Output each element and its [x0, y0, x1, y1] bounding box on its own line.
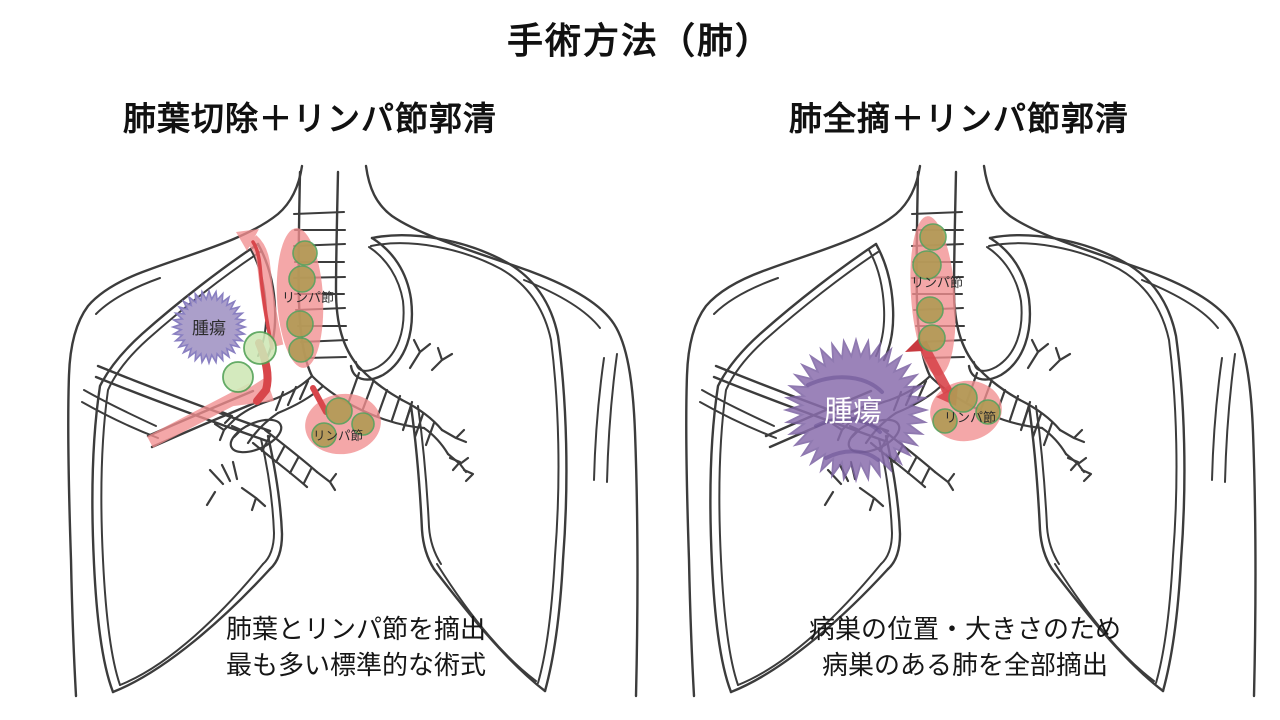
tumor-label: 腫瘍 [824, 394, 882, 428]
tracheal-lymph-nodes [286, 240, 318, 363]
tracheal-lymph-nodes [912, 223, 947, 352]
red-arrowhead-carina [905, 338, 923, 352]
page-title: 手術方法（肺） [506, 21, 773, 62]
tumor-right [782, 336, 930, 484]
subcarinal-lymph-nodes [932, 383, 1001, 434]
tracheal-lymph-label: リンパ節 [911, 276, 963, 291]
tumor-label: 腫瘍 [192, 319, 226, 339]
tracheal-lymph-label: リンパ節 [282, 291, 334, 306]
tumor-starburst [782, 336, 930, 484]
right-panel-illustration: 腫瘍 リンパ節 リンパ節 [678, 140, 1278, 700]
caption-line: 最も多い標準的な術式 [225, 651, 486, 681]
caption-line: 肺葉とリンパ節を摘出 [225, 615, 486, 645]
left-panel-caption: 肺葉とリンパ節を摘出 最も多い標準的な術式 [56, 612, 656, 684]
subcarinal-lymph-label: リンパ節 [944, 411, 996, 426]
tumor-texture [806, 375, 884, 462]
right-panel-heading: 肺全摘＋リンパ節郭清 [789, 99, 1129, 138]
subcarinal-lymph-nodes [311, 397, 375, 448]
left-panel-illustration: 腫瘍 リンパ節 リンパ節 [60, 140, 660, 700]
red-arrow-shaft [917, 340, 953, 395]
cut-line-fissure [251, 240, 274, 350]
right-panel-caption: 病巣の位置・大きさのため 病巣のある肺を全部摘出 [665, 612, 1265, 684]
caption-line: 病巣のある肺を全部摘出 [821, 651, 1108, 681]
tumor-left: 腫瘍 [170, 288, 248, 366]
subcarinal-lymph-label: リンパ節 [313, 428, 363, 443]
fissure-arrowhead [236, 229, 259, 251]
tumor-starburst [170, 288, 248, 366]
fissure-arrow-shaft [247, 235, 284, 348]
caption-line: 病巣の位置・大きさのため [808, 615, 1121, 645]
cut-line-carina [310, 385, 329, 415]
left-panel-heading: 肺葉切除＋リンパ節郭清 [123, 99, 497, 138]
hilar-lymph-nodes [222, 331, 277, 393]
